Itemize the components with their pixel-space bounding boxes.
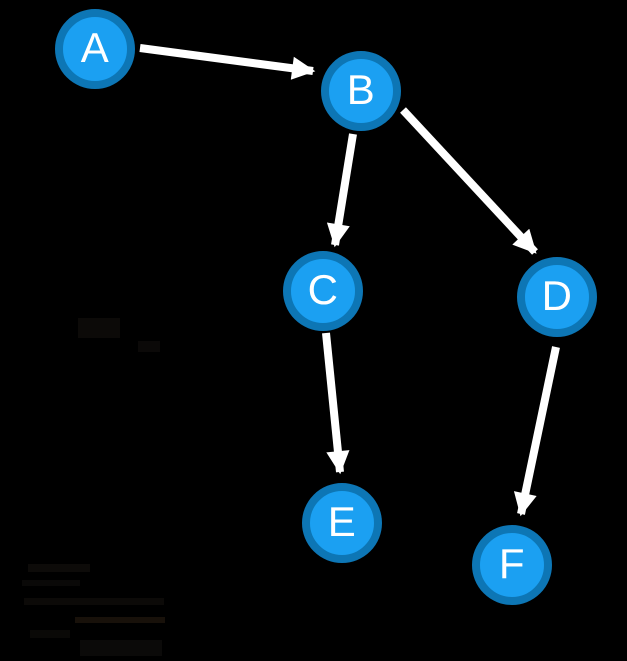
node-label-C: C <box>307 266 339 313</box>
node-label-F: F <box>498 540 526 587</box>
edge-C-E <box>322 332 350 475</box>
edge-D-F <box>513 346 560 517</box>
graph-node-D[interactable]: D <box>517 257 597 337</box>
background-artifact <box>30 630 70 638</box>
node-label-B: B <box>346 66 376 113</box>
background-artifact <box>80 640 162 656</box>
background-artifact <box>22 580 80 586</box>
graph-node-B[interactable]: B <box>321 51 401 131</box>
background-artifact <box>75 617 165 623</box>
edge-B-C <box>326 133 357 248</box>
graph-node-A[interactable]: A <box>55 9 135 89</box>
edge-A-B <box>139 44 316 80</box>
node-label-E: E <box>327 498 357 545</box>
edge-B-D <box>400 107 538 255</box>
background-artifact <box>24 598 164 605</box>
node-label-A: A <box>80 24 110 71</box>
background-artifact <box>28 564 90 572</box>
background-artifact <box>78 318 120 338</box>
graph-node-C[interactable]: C <box>283 251 363 331</box>
graph-node-E[interactable]: E <box>302 483 382 563</box>
graph-node-F[interactable]: F <box>472 525 552 605</box>
background-artifact <box>138 341 160 352</box>
node-label-D: D <box>541 272 573 319</box>
